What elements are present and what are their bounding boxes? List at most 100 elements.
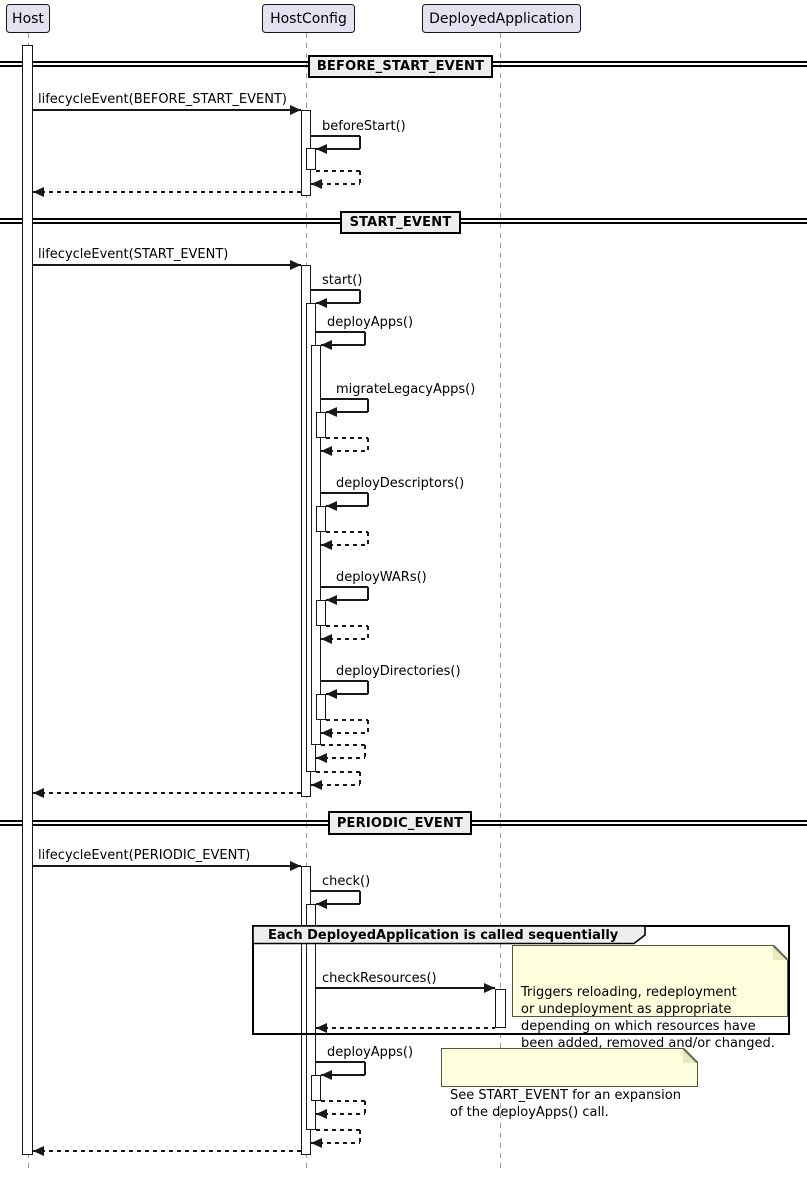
self-call-bend — [364, 1062, 366, 1075]
group-frame-label: Each DeployedApplication is called seque… — [268, 928, 619, 943]
return-line — [320, 732, 368, 734]
return-line — [325, 531, 368, 533]
arrowhead-left-icon — [310, 179, 322, 189]
message-line — [315, 331, 365, 333]
arrowhead-left-icon — [315, 1109, 327, 1119]
return-line — [315, 1113, 365, 1115]
message-line — [320, 680, 368, 682]
activation-bar — [310, 1075, 321, 1101]
self-return-bend — [367, 438, 369, 451]
note-check-resources: Triggers reloading, redeployment or unde… — [512, 945, 788, 1051]
return-line — [315, 170, 360, 172]
activation-bar — [315, 506, 326, 532]
arrowhead-left-icon — [315, 1023, 327, 1033]
message-line — [33, 264, 301, 266]
return-line — [325, 719, 368, 721]
self-call-bend — [367, 681, 369, 694]
divider-label: START_EVENT — [349, 215, 452, 230]
message-label-migrate-legacy-apps: migrateLegacyApps() — [336, 382, 476, 397]
arrowhead-left-icon — [320, 634, 332, 644]
self-return-bend — [367, 532, 369, 545]
activation-bar — [305, 148, 316, 170]
return-line — [325, 625, 368, 627]
message-line — [310, 135, 360, 137]
activation-bar — [315, 412, 326, 438]
message-line — [315, 302, 360, 304]
arrowhead-left-icon — [320, 446, 332, 456]
return-line — [320, 544, 368, 546]
participant-host: Host — [6, 4, 50, 33]
message-line — [315, 987, 495, 989]
self-return-bend — [367, 626, 369, 639]
return-line — [33, 792, 301, 794]
note-deploy-apps: See START_EVENT for an expansion of the … — [441, 1048, 698, 1120]
note-text: See START_EVENT for an expansion of the … — [450, 1088, 681, 1120]
divider-before-start-event: BEFORE_START_EVENT — [308, 55, 493, 78]
return-line — [310, 784, 360, 786]
message-line — [315, 1061, 365, 1063]
message-line — [320, 344, 365, 346]
arrowhead-left-icon — [315, 298, 327, 308]
message-line — [315, 148, 360, 150]
participant-hostconfig: HostConfig — [262, 4, 355, 33]
arrowhead-left-icon — [33, 1146, 44, 1156]
message-label-start: start() — [322, 273, 363, 288]
note-fold-icon — [683, 1048, 698, 1063]
message-label-deploy-wars: deployWARs() — [336, 570, 427, 585]
arrowhead-left-icon — [320, 540, 332, 550]
arrowhead-right-icon — [289, 260, 301, 270]
message-line — [320, 492, 368, 494]
message-line — [325, 693, 368, 695]
self-call-bend — [359, 891, 361, 904]
self-call-bend — [367, 493, 369, 506]
note-text: Triggers reloading, redeployment or unde… — [521, 985, 775, 1051]
message-label-deploy-apps-periodic: deployApps() — [327, 1045, 414, 1060]
divider-start-event: START_EVENT — [340, 211, 461, 234]
message-label-check: check() — [322, 874, 371, 889]
self-call-bend — [367, 587, 369, 600]
message-line — [320, 398, 368, 400]
self-return-bend — [364, 1101, 366, 1114]
return-line — [320, 744, 365, 746]
activation-bar — [22, 45, 33, 1155]
arrowhead-left-icon — [33, 788, 44, 798]
participant-label: HostConfig — [270, 10, 347, 27]
self-return-bend — [359, 772, 361, 785]
message-line — [320, 1074, 365, 1076]
arrowhead-left-icon — [325, 595, 337, 605]
self-return-bend — [367, 720, 369, 733]
self-return-bend — [359, 171, 361, 184]
participant-label: DeployedApplication — [429, 10, 574, 27]
arrowhead-left-icon — [315, 753, 327, 763]
return-line — [310, 1142, 360, 1144]
arrowhead-left-icon — [315, 899, 327, 909]
arrowhead-left-icon — [33, 187, 44, 197]
message-label-deploy-descriptors: deployDescriptors() — [336, 476, 465, 491]
activation-bar — [310, 345, 321, 745]
activation-bar — [305, 904, 316, 1130]
self-call-bend — [359, 136, 361, 149]
group-frame-sequential: Each DeployedApplication is called seque… — [252, 925, 790, 1035]
divider-label: PERIODIC_EVENT — [336, 815, 464, 831]
note-fold-icon — [773, 945, 788, 960]
message-line — [325, 411, 368, 413]
message-line — [320, 586, 368, 588]
self-call-bend — [359, 290, 361, 303]
participant-label: Host — [12, 10, 44, 27]
self-call-bend — [364, 332, 366, 345]
message-label-before-start: beforeStart() — [322, 119, 406, 134]
arrowhead-right-icon — [289, 105, 301, 115]
participant-deployedapplication: DeployedApplication — [422, 4, 581, 33]
message-line — [33, 865, 301, 867]
arrowhead-right-icon — [484, 983, 495, 993]
arrowhead-left-icon — [310, 780, 322, 790]
message-label-check-resources: checkResources() — [322, 971, 437, 986]
return-line — [315, 757, 365, 759]
return-line — [325, 437, 368, 439]
return-line — [320, 638, 368, 640]
message-label-deploy-directories: deployDirectories() — [336, 664, 461, 679]
message-line — [33, 109, 301, 111]
message-line — [310, 289, 360, 291]
message-line — [315, 903, 360, 905]
arrowhead-right-icon — [289, 861, 301, 871]
